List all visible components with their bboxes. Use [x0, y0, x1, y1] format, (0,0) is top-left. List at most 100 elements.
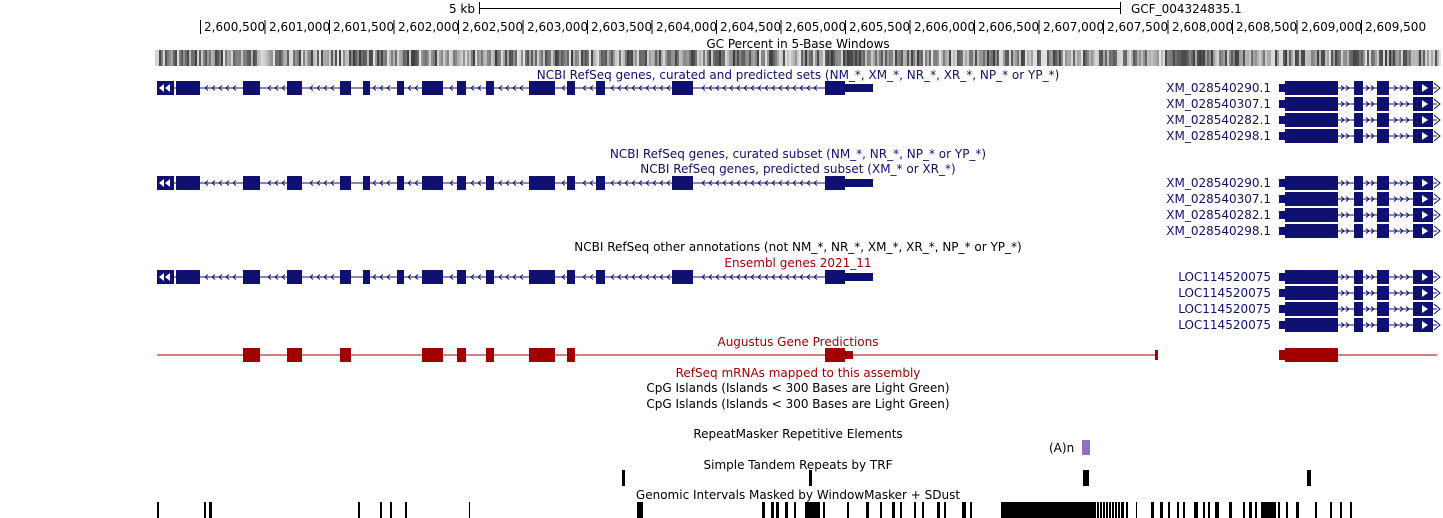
gc-bin	[1033, 50, 1035, 66]
gene-label[interactable]: XM_028540298.1	[1166, 224, 1271, 238]
gc-bin	[1275, 50, 1277, 66]
gc-bin	[1287, 50, 1289, 66]
strand-chevron	[1370, 180, 1375, 186]
trf-track[interactable]	[622, 470, 1311, 486]
gc-bin	[751, 50, 753, 66]
gc-bin	[567, 50, 569, 66]
strand-chevron	[1340, 274, 1345, 280]
gc-bin	[373, 50, 375, 66]
masked-interval	[1126, 502, 1128, 518]
gc-bin	[1047, 50, 1049, 66]
gc-bin	[893, 50, 895, 66]
gene-label[interactable]: XM_028540307.1	[1166, 97, 1271, 111]
masked-interval	[771, 502, 774, 518]
gc-bin	[673, 50, 675, 66]
gc-bin	[839, 50, 841, 66]
gc-bin	[317, 50, 319, 66]
track-title-cpg-2[interactable]: CpG Islands (Islands < 300 Bases are Lig…	[646, 397, 950, 411]
track-title-refseq-curated[interactable]: NCBI RefSeq genes, curated subset (NM_*,…	[609, 147, 987, 161]
gc-bin	[709, 50, 711, 66]
strand-chevron	[771, 274, 776, 280]
strand-chevron	[386, 180, 391, 186]
gc-bin	[627, 50, 629, 66]
exon	[1285, 208, 1338, 222]
gc-bin	[1309, 50, 1311, 66]
gc-bin	[775, 50, 777, 66]
windowmasker-track[interactable]	[157, 502, 1352, 518]
track-title-trf[interactable]: Simple Tandem Repeats by TRF	[703, 458, 893, 472]
gene-label[interactable]: LOC114520075	[1178, 270, 1271, 284]
exon	[1354, 97, 1363, 111]
track-title-augustus[interactable]: Augustus Gene Predictions	[717, 335, 879, 349]
gc-bin	[235, 50, 237, 66]
gc-bin	[951, 50, 953, 66]
gc-bin	[1361, 50, 1363, 66]
gc-bin	[371, 50, 373, 66]
exon	[176, 81, 200, 95]
gc-bin	[1407, 50, 1409, 66]
track-title-gc-percent[interactable]: GC Percent in 5-Base Windows	[706, 37, 890, 51]
gene-label[interactable]: LOC114520075	[1178, 286, 1271, 300]
track-title-refseq-all[interactable]: NCBI RefSeq genes, curated and predicted…	[536, 68, 1060, 82]
utr	[1279, 211, 1285, 219]
gc-bin	[155, 50, 157, 66]
gc-percent-track[interactable]	[155, 50, 1441, 66]
gc-bin	[565, 50, 567, 66]
gc-bin	[1359, 50, 1361, 66]
gene-label[interactable]: XM_028540290.1	[1166, 81, 1271, 95]
repeat-label[interactable]: (A)n	[1049, 441, 1075, 455]
gene-label[interactable]: XM_028540282.1	[1166, 113, 1271, 127]
strand-chevron	[1405, 290, 1410, 296]
strand-chevron	[449, 274, 454, 280]
gene-label[interactable]: XM_028540298.1	[1166, 129, 1271, 143]
strand-arrow	[159, 273, 164, 281]
track-title-refseq-predicted[interactable]: NCBI RefSeq genes, predicted subset (XM_…	[640, 162, 956, 176]
gene-tracks[interactable]	[157, 81, 1441, 362]
strand-chevron	[1433, 209, 1441, 221]
strand-chevron	[750, 85, 755, 91]
strand-chevron	[1433, 319, 1441, 331]
strand-chevron	[1345, 322, 1350, 328]
track-title-repeatmasker[interactable]: RepeatMasker Repetitive Elements	[693, 427, 903, 441]
gc-bin	[793, 50, 795, 66]
utr	[1279, 350, 1285, 360]
utr	[845, 351, 853, 359]
track-title-refseq-mrna[interactable]: RefSeq mRNAs mapped to this assembly	[675, 366, 921, 380]
strand-chevron	[778, 85, 783, 91]
exon	[422, 176, 443, 190]
strand-arrow	[165, 84, 170, 92]
track-title-cpg-1[interactable]: CpG Islands (Islands < 300 Bases are Lig…	[646, 381, 950, 395]
exon	[243, 270, 260, 284]
gc-bin	[547, 50, 549, 66]
gene-label[interactable]: XM_028540290.1	[1166, 176, 1271, 190]
gene-label[interactable]: XM_028540282.1	[1166, 208, 1271, 222]
gc-bin	[1083, 50, 1085, 66]
repeat-element[interactable]	[1082, 440, 1090, 455]
masked-interval	[1340, 502, 1342, 518]
strand-chevron	[1399, 196, 1404, 202]
gene-label[interactable]: XM_028540307.1	[1166, 192, 1271, 206]
track-title-ensembl[interactable]: Ensembl genes 2021_11	[724, 256, 872, 270]
ruler-tick-label: 2,608,500	[1236, 20, 1298, 34]
strand-chevron	[652, 274, 657, 280]
gc-bin	[693, 50, 695, 66]
strand-chevron	[589, 85, 594, 91]
gc-bin	[869, 50, 871, 66]
strand-chevron	[764, 180, 769, 186]
gc-bin	[1427, 50, 1429, 66]
gc-bin	[1011, 50, 1013, 66]
gc-bin	[1155, 50, 1157, 66]
gene-label[interactable]: LOC114520075	[1178, 318, 1271, 332]
strand-chevron	[1433, 98, 1441, 110]
gc-bin	[1027, 50, 1029, 66]
gc-bin	[1031, 50, 1033, 66]
gc-bin	[993, 50, 995, 66]
strand-chevron	[729, 85, 734, 91]
gc-bin	[825, 50, 827, 66]
gc-bin	[319, 50, 321, 66]
gene-label[interactable]: LOC114520075	[1178, 302, 1271, 316]
strand-chevron	[1393, 290, 1398, 296]
track-title-refseq-other[interactable]: NCBI RefSeq other annotations (not NM_*,…	[574, 240, 1022, 254]
track-title-windowmasker[interactable]: Genomic Intervals Masked by WindowMasker…	[635, 488, 961, 502]
